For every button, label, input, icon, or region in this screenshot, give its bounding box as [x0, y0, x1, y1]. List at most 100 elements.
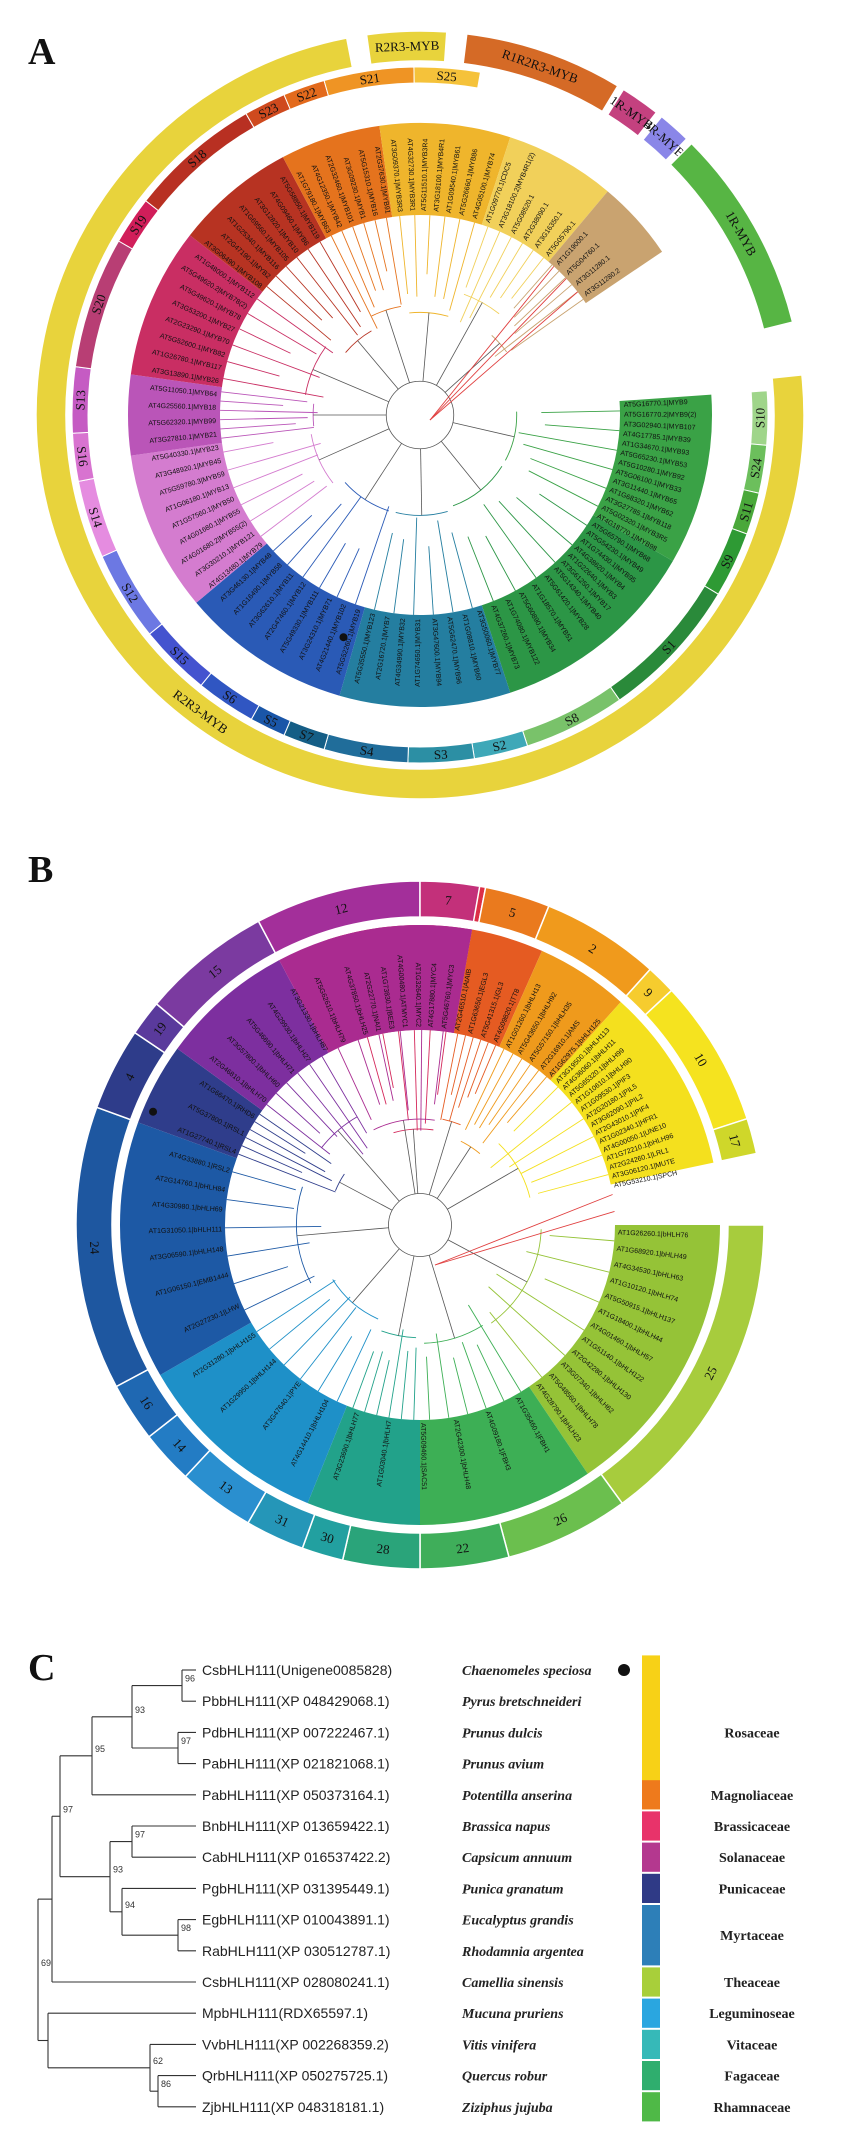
gene-label: AT1G32640.1|MYC2 — [414, 963, 422, 1028]
subgroup-label: S22 — [294, 84, 318, 105]
clade-wedge — [307, 1405, 420, 1525]
clade-wedge — [130, 442, 267, 603]
subgroup-label: S13 — [72, 390, 88, 411]
subfamily-arc — [419, 880, 481, 923]
tree-branch — [283, 1296, 351, 1366]
tree-branch — [275, 275, 323, 321]
tree-branch — [400, 1350, 409, 1420]
tree-branch — [447, 1239, 528, 1283]
gene-name: BnbHLH111(XP 013659422.1) — [202, 1818, 390, 1834]
tree-branch — [318, 428, 390, 461]
gene-label: AT1G26260.1|bHLH76 — [618, 1230, 689, 1240]
family-arc — [641, 115, 688, 162]
subgroup-label: S16 — [74, 445, 91, 467]
gene-name: CabHLH111(XP 016537422.2) — [202, 1849, 390, 1865]
family-arc — [606, 88, 658, 138]
tree-branch — [435, 1333, 450, 1418]
tree-branch — [488, 1064, 531, 1126]
family-bar — [642, 2061, 660, 2091]
tree-branch — [544, 1278, 600, 1303]
tree-branch — [307, 248, 361, 328]
tree-branch — [245, 1137, 332, 1182]
clade-wedge — [481, 515, 673, 693]
family-arc — [365, 30, 448, 66]
tree-branch — [220, 423, 296, 430]
tree-branch — [437, 520, 454, 613]
family-name: Solanaceae — [719, 1851, 785, 1866]
tree-branch — [465, 1048, 505, 1130]
bootstrap-value: 62 — [153, 2056, 163, 2066]
tree-branch — [498, 500, 556, 563]
tree-branch — [447, 1168, 519, 1210]
tree-branch — [468, 1304, 522, 1393]
panel-b-label: B — [28, 849, 54, 891]
clade-wedge — [453, 929, 543, 1047]
subgroup-label: S2 — [491, 737, 508, 755]
tree-branch — [297, 1072, 364, 1155]
tree-branch — [223, 378, 324, 398]
family-arc — [35, 37, 805, 800]
tree-branch — [453, 1357, 469, 1415]
tree-branch — [233, 454, 319, 489]
tree-branch — [412, 1129, 419, 1194]
tree-branch — [232, 344, 320, 378]
tree-branch — [436, 1146, 472, 1199]
tree-branch — [244, 1275, 315, 1311]
tree-branch — [450, 1035, 466, 1095]
tree-branch — [357, 340, 399, 390]
tree-branch — [413, 1030, 418, 1131]
tree-branch — [506, 1076, 547, 1124]
subfamily-label: 5 — [507, 904, 517, 920]
tree-branch — [449, 222, 476, 311]
tree-branch — [437, 1031, 447, 1095]
tree-branch — [330, 235, 378, 329]
tree-branch — [226, 1199, 295, 1209]
gene-label: AT5G09460.1|SAC51 — [419, 1423, 427, 1490]
gene-name: CsbHLH111(XP 028080241.1) — [202, 1974, 390, 1990]
tree-branch — [490, 1101, 572, 1169]
tree-branch — [376, 1360, 390, 1416]
outgroup-branch — [429, 266, 555, 421]
panel-a-label: A — [28, 31, 56, 73]
clade-wedge — [128, 374, 222, 456]
tree-branch — [541, 410, 620, 413]
gene-name: EgbHLH111(XP 010043891.1) — [202, 1912, 390, 1928]
bootstrap-value: 93 — [113, 1865, 123, 1875]
clade-wedge — [339, 605, 511, 707]
tree-branch — [458, 1039, 482, 1108]
tree-branch — [371, 306, 401, 317]
subfamily-label: 12 — [333, 900, 349, 918]
tree-branch — [225, 1225, 322, 1229]
tree-branch — [459, 231, 501, 323]
gene-name: PbbHLH111(XP 048429068.1) — [202, 1693, 390, 1709]
tree-branch — [393, 539, 405, 614]
tree-branch — [233, 1266, 289, 1285]
tree-branch — [260, 485, 327, 537]
tree-root — [388, 1193, 452, 1257]
tree-branch — [424, 1030, 431, 1124]
tree-branch — [413, 1347, 417, 1420]
family-name: Vitaceae — [727, 2038, 778, 2053]
bootstrap-value: 96 — [185, 1674, 195, 1684]
tree-branch — [428, 1121, 453, 1195]
subgroup-label: S10 — [752, 408, 767, 428]
tree-branch — [440, 440, 482, 491]
tree-branch — [319, 542, 346, 589]
tree-branch — [514, 277, 566, 327]
tree-branch — [319, 241, 361, 313]
species-name: Camellia sinensis — [462, 1976, 564, 1991]
tree-branch — [266, 286, 332, 341]
gene-label: AT1G31050.1|bHLH111 — [149, 1226, 223, 1235]
tree-branch — [382, 1033, 394, 1089]
tree-branch — [511, 257, 544, 299]
bootstrap-value: 93 — [135, 1705, 145, 1715]
tree-branch — [355, 506, 390, 605]
tree-branch — [223, 442, 274, 453]
subfamily-label: 17 — [726, 1132, 744, 1149]
outgroup-branch — [429, 278, 567, 421]
tree-branch — [488, 1286, 566, 1356]
tree-branch — [269, 1299, 331, 1350]
tree-branch — [364, 443, 402, 500]
tree-branch — [467, 1042, 489, 1098]
tree-branch — [220, 409, 318, 414]
